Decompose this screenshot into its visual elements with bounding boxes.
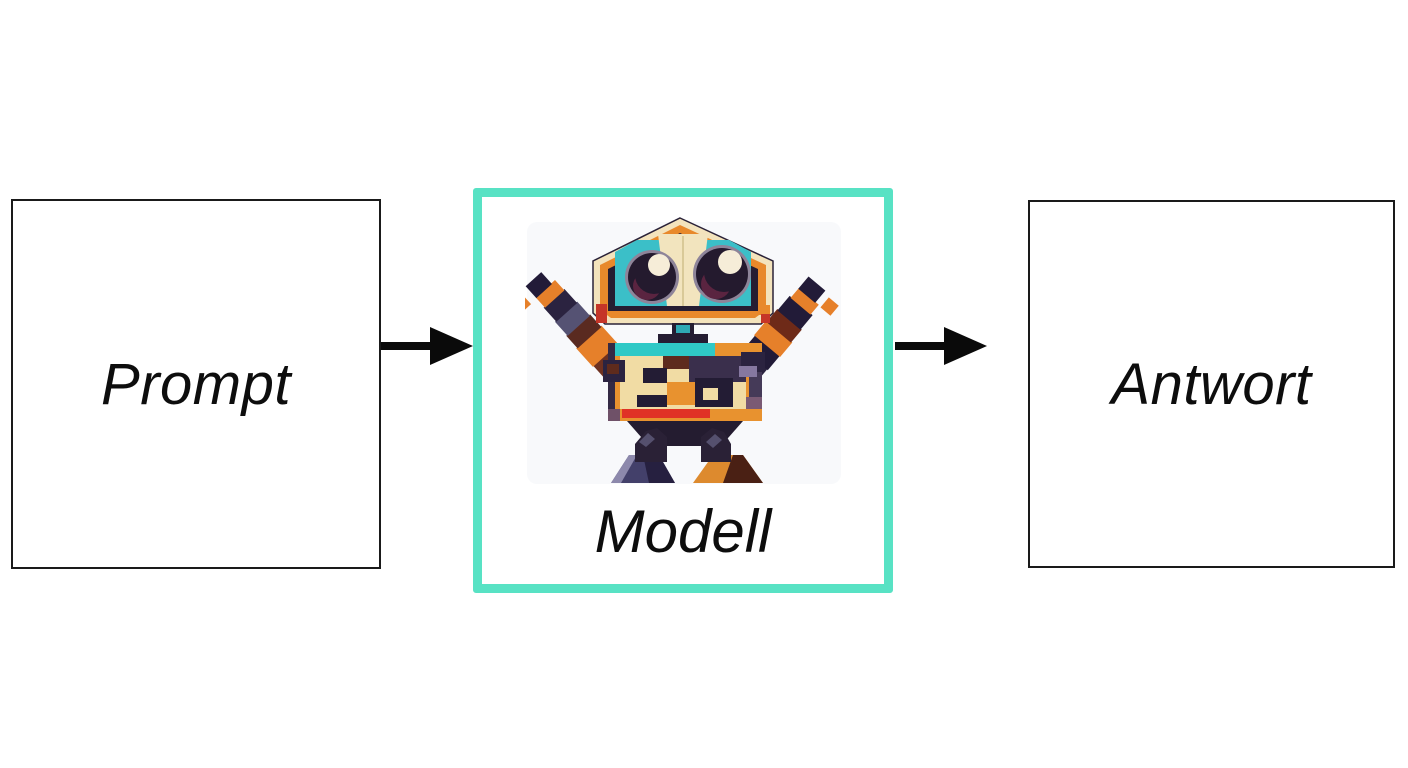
node-modell: Modell xyxy=(473,188,893,593)
node-modell-label-text: Modell xyxy=(594,498,772,565)
node-modell-label: Modell xyxy=(482,497,884,566)
node-antwort: Antwort xyxy=(1028,200,1395,568)
node-antwort-label: Antwort xyxy=(1111,351,1312,417)
node-prompt: Prompt xyxy=(11,199,381,569)
arrow-prompt-to-modell-icon xyxy=(381,327,473,365)
arrow-modell-to-antwort-icon xyxy=(895,327,987,365)
robot-icon xyxy=(525,217,841,484)
node-prompt-label: Prompt xyxy=(101,351,291,417)
